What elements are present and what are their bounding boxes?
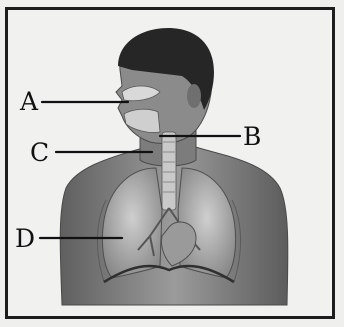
label-a: A bbox=[20, 89, 38, 114]
trachea bbox=[162, 132, 176, 210]
label-c: C bbox=[30, 140, 49, 165]
label-b: B bbox=[243, 124, 261, 149]
label-d: D bbox=[15, 226, 35, 251]
ear bbox=[187, 84, 201, 108]
